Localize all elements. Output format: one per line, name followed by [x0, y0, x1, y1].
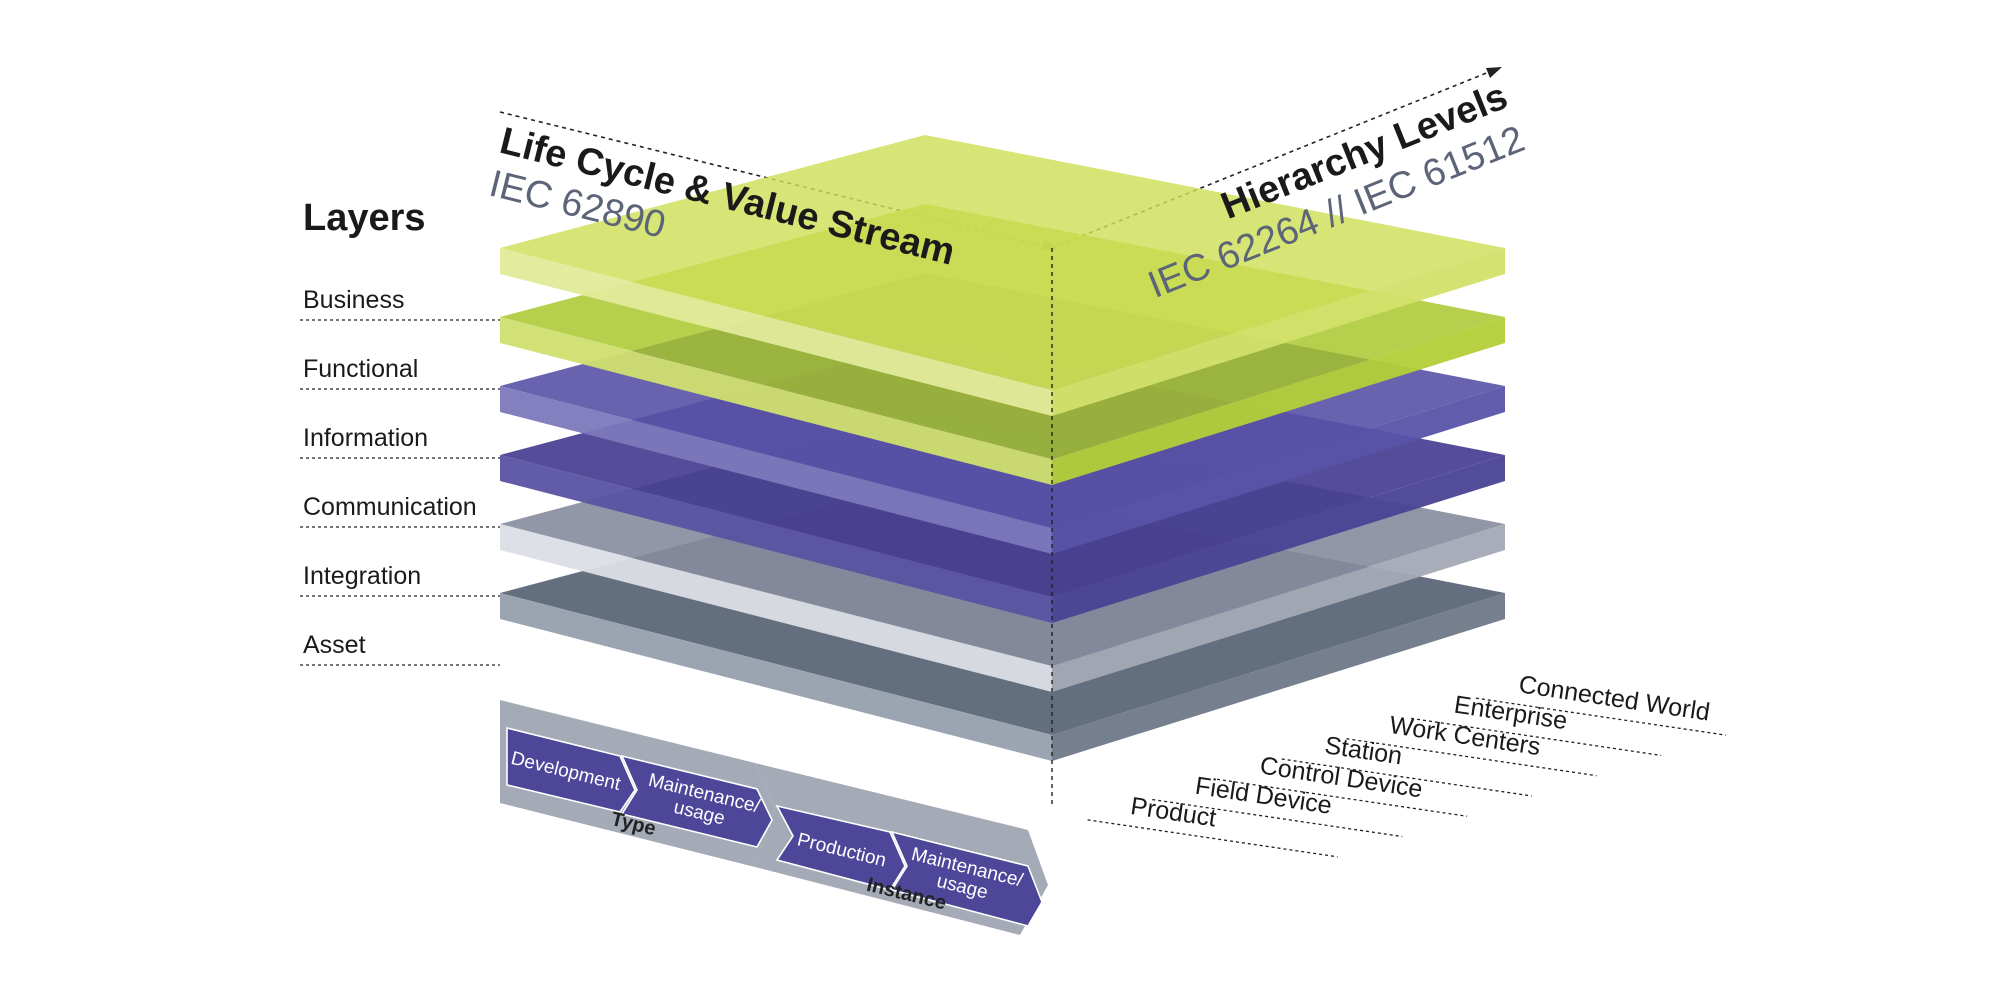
hierarchy-arrowhead-icon	[1486, 67, 1502, 78]
hierarchy-leader-line	[1216, 778, 1468, 817]
layer-right-face	[1052, 593, 1505, 761]
lifecycle-step-shape	[775, 804, 906, 891]
layer-labels: BusinessFunctionalInformationCommunicati…	[300, 286, 500, 666]
layer-slab-business	[500, 135, 1505, 416]
layer-right-face	[1052, 248, 1505, 416]
layer-left-face	[500, 317, 1052, 485]
layer-label-communication: Communication	[303, 493, 477, 521]
layer-left-face	[500, 386, 1052, 554]
layer-right-face	[1052, 386, 1505, 554]
lifecycle-step-shape	[620, 754, 773, 848]
layer-label-asset: Asset	[303, 631, 366, 659]
step-development: Development	[506, 726, 636, 813]
layers-title: Layers	[303, 197, 426, 239]
layers-stack	[500, 135, 1505, 761]
hierarchy-leader-line	[1281, 758, 1532, 797]
layer-right-face	[1052, 455, 1505, 623]
layer-right-face	[1052, 317, 1505, 485]
step-production: Production	[775, 804, 906, 891]
layer-left-face	[500, 455, 1052, 623]
layer-left-face	[500, 593, 1052, 761]
layer-left-face	[500, 524, 1052, 692]
layer-label-integration: Integration	[303, 562, 421, 590]
lifecycle-step-shape	[506, 726, 636, 813]
hierarchy-leader-line	[1087, 819, 1338, 858]
hierarchy-leader-line	[1346, 738, 1597, 777]
hierarchy-leader-line	[1411, 717, 1662, 757]
hierarchy-leader-line	[1152, 798, 1403, 838]
layer-top-face	[500, 135, 1505, 390]
lifecycle-step-shape	[890, 830, 1043, 927]
layer-label-functional: Functional	[303, 355, 418, 383]
layer-label-business: Business	[303, 286, 404, 314]
hierarchy-leader-line	[1475, 697, 1726, 736]
step-maintenance-usage-type: Maintenance/usage	[620, 754, 773, 848]
layer-left-face	[500, 248, 1052, 416]
layer-right-face	[1052, 524, 1505, 692]
layer-label-information: Information	[303, 424, 428, 452]
